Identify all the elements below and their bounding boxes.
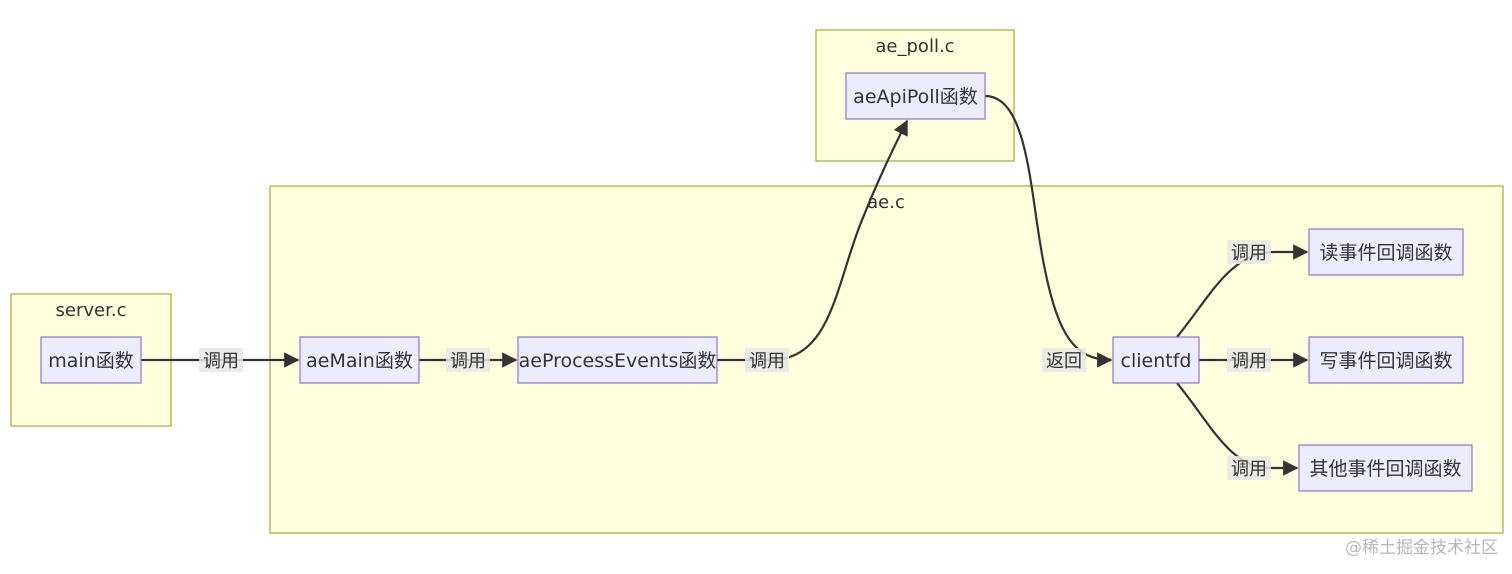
edge-main-to-aemain: 调用 <box>141 348 300 372</box>
edge-clientfd-to-other: 调用 <box>1176 382 1299 480</box>
node-write-callback-box <box>1308 336 1464 384</box>
watermark-text: @稀土掘金技术社区 <box>1345 538 1498 558</box>
node-read-callback-box <box>1308 228 1464 276</box>
edge-process-to-poll-line <box>717 119 908 362</box>
edge-clientfd-to-read-label: 调用 <box>1231 243 1267 264</box>
node-aeapipoll-box <box>845 72 986 120</box>
cluster-server-c-title: server.c <box>56 300 127 321</box>
node-other-callback-box <box>1298 444 1473 492</box>
edge-label-bg <box>199 348 243 372</box>
edge-clientfd-to-other-label: 调用 <box>1231 459 1267 480</box>
node-main-box <box>40 336 142 384</box>
node-aeprocessevents: aeProcessEvents函数 <box>517 336 718 384</box>
cluster-ae-poll-c-title: ae_poll.c <box>875 36 954 57</box>
node-aeapipoll: aeApiPoll函数 <box>845 72 986 120</box>
node-aeapipoll-label: aeApiPoll函数 <box>853 86 978 108</box>
node-aeprocessevents-label: aeProcessEvents函数 <box>519 350 717 372</box>
node-main-label: main函数 <box>48 350 133 372</box>
node-main: main函数 <box>40 336 142 384</box>
edge-label-bg <box>1227 456 1271 480</box>
node-other-callback: 其他事件回调函数 <box>1298 444 1473 492</box>
node-other-callback-label: 其他事件回调函数 <box>1309 458 1461 480</box>
edge-label-bg <box>1227 348 1271 372</box>
edge-aemain-to-process-label: 调用 <box>450 351 486 372</box>
node-aemain-label: aeMain函数 <box>306 350 413 372</box>
edge-clientfd-to-write-label: 调用 <box>1231 351 1267 372</box>
edge-process-to-poll-label: 调用 <box>749 351 785 372</box>
node-clientfd-box <box>1112 336 1200 384</box>
edge-poll-to-clientfd-label: 返回 <box>1046 351 1082 372</box>
node-clientfd: clientfd <box>1112 336 1200 384</box>
node-write-callback-label: 写事件回调函数 <box>1319 350 1452 372</box>
node-write-callback: 写事件回调函数 <box>1308 336 1464 384</box>
node-aemain: aeMain函数 <box>299 336 420 384</box>
edge-poll-to-clientfd: 返回 <box>984 94 1113 372</box>
edge-label-bg <box>446 348 490 372</box>
edge-process-to-poll: 调用 <box>717 119 908 372</box>
edge-label-bg <box>1042 348 1086 372</box>
node-read-callback: 读事件回调函数 <box>1308 228 1464 276</box>
edge-clientfd-to-read: 调用 <box>1176 240 1309 338</box>
edge-label-bg <box>1227 240 1271 264</box>
node-aeprocessevents-box <box>517 336 718 384</box>
edge-aemain-to-process: 调用 <box>419 348 518 372</box>
node-clientfd-label: clientfd <box>1121 350 1192 372</box>
node-read-callback-label: 读事件回调函数 <box>1319 242 1452 264</box>
edge-clientfd-to-write: 调用 <box>1199 348 1309 372</box>
edge-label-bg <box>745 348 789 372</box>
node-aemain-box <box>299 336 420 384</box>
edge-main-to-aemain-label: 调用 <box>203 351 239 372</box>
cluster-ae-c-title: ae.c <box>867 192 905 213</box>
